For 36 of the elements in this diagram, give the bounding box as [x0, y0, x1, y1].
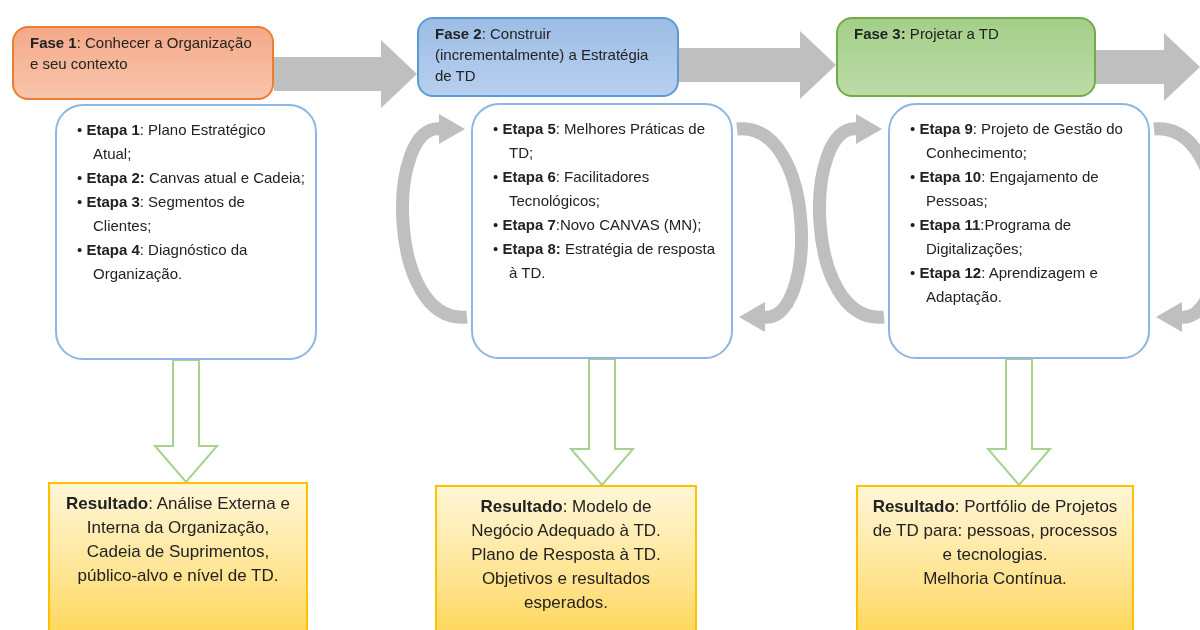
phase-box [12, 26, 274, 100]
step-item: • Etapa 5: Melhores Práticas de TD; [493, 119, 706, 163]
result-text: Objetivos e resultados esperados. [480, 568, 652, 614]
step-item: • Etapa 12: Aprendizagem e Adaptação. [910, 263, 1099, 307]
phase-title: Fase 3: Projetar a TD [854, 24, 1000, 44]
steps-box [471, 103, 733, 359]
result-text: Resultado: Modelo de Negócio Adequado à TD. [470, 496, 662, 542]
step-item: • Etapa 7:Novo CANVAS (MN); [493, 215, 703, 235]
phase-box [417, 17, 679, 97]
result-text: Plano de Resposta à TD. [470, 544, 662, 566]
step-item: • Etapa 2: Canvas atual e Cadeia; [77, 168, 306, 188]
hollow-arrow [985, 358, 1053, 487]
step-item: • Etapa 8: Estratégia de resposta à TD. [493, 239, 717, 283]
steps-box [888, 103, 1150, 359]
step-item: • Etapa 1: Plano Estratégico Atual; [77, 120, 267, 164]
result-text: Resultado: Portfólio de Projetos de TD para: pessoas, processos e tecnologias. [871, 496, 1119, 566]
result-text: Resultado: Análise Externa e Interna da Organização, Cadeia de Suprimentos, público-alvo e nível de TD. [65, 493, 291, 587]
steps-box [55, 104, 317, 360]
result-box [435, 485, 697, 630]
step-item: • Etapa 4: Diagnóstico da Organização. [77, 240, 249, 284]
hollow-arrow [568, 358, 636, 487]
result-box [48, 482, 308, 630]
step-item: • Etapa 6: Facilitadores Tecnológicos; [493, 167, 651, 211]
step-item: • Etapa 10: Engajamento de Pessoas; [910, 167, 1100, 211]
step-item: • Etapa 11:Programa de Digitalizações; [910, 215, 1073, 259]
phase-title: Fase 2: Construir (incrementalmente) a Estratégia de TD [435, 24, 650, 86]
block-arrow [274, 40, 417, 108]
block-arrow [1096, 33, 1200, 101]
hollow-arrow [152, 359, 220, 484]
result-text: Melhoria Contínua. [922, 568, 1068, 590]
phase-box [836, 17, 1096, 97]
phase-title: Fase 1: Conhecer a Organização e seu contexto [30, 33, 253, 74]
block-arrow [679, 31, 836, 99]
step-item: • Etapa 9: Projeto de Gestão do Conhecimento; [910, 119, 1124, 163]
result-box [856, 485, 1134, 630]
step-item: • Etapa 3: Segmentos de Clientes; [77, 192, 246, 236]
